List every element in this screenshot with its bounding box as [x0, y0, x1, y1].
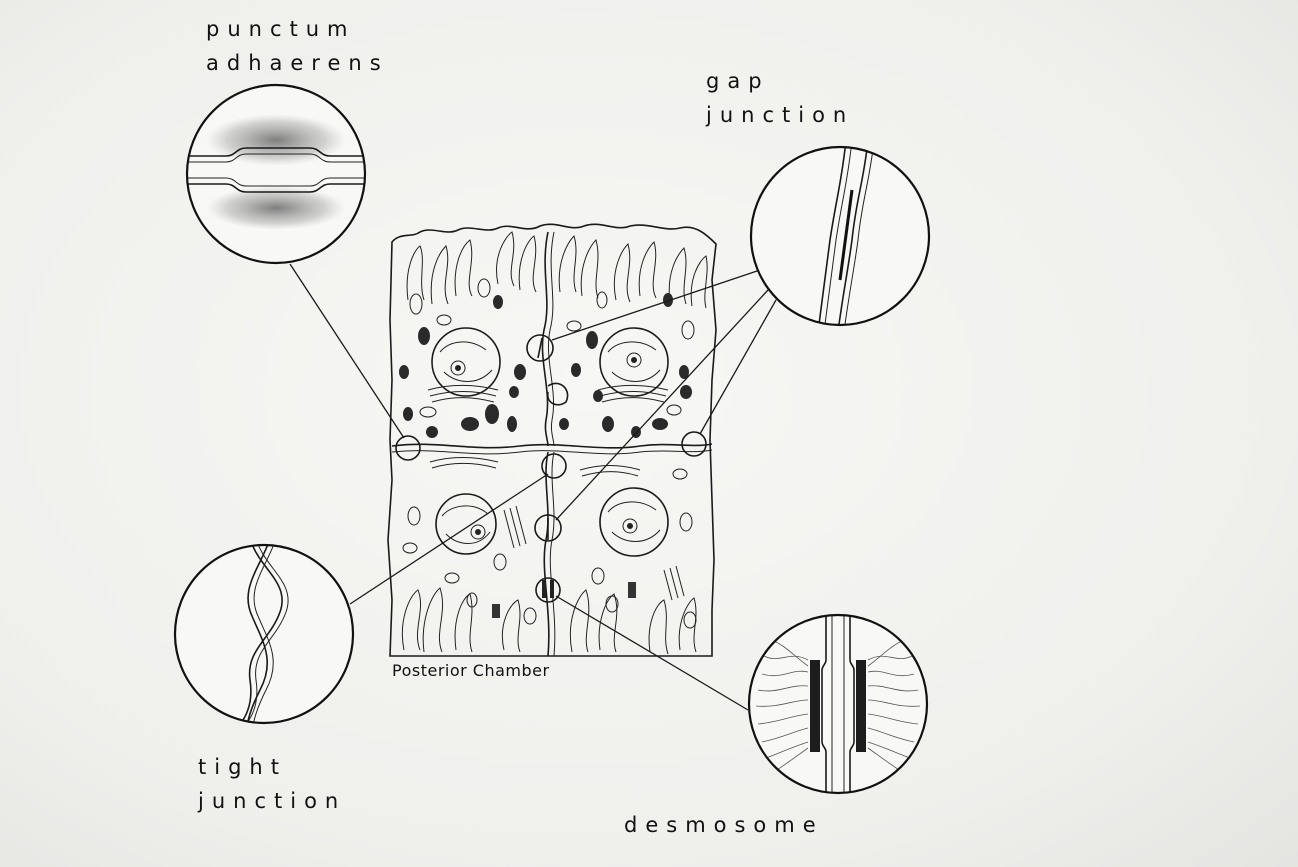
desmosome-label: desmosome — [624, 808, 824, 842]
apical-infoldings — [407, 232, 707, 308]
punctum-adhaerens-label: punctum adhaerens — [206, 12, 389, 80]
gap-junction-label-line2: junction — [706, 98, 854, 132]
tight-junction-label-line2: junction — [198, 784, 346, 818]
desmosome-callout — [749, 615, 927, 795]
leader-lines — [290, 264, 776, 710]
punctum-adhaerens-label-line1: punctum — [206, 12, 389, 46]
punctum-adhaerens-label-line2: adhaerens — [206, 46, 389, 80]
gap-junction-label: gap junction — [706, 64, 854, 132]
gap-junction-label-line1: gap — [706, 64, 854, 98]
tight-junction-label-line1: tight — [198, 750, 346, 784]
tight-junction-label: tight junction — [198, 750, 346, 818]
gap-junction-callout — [751, 140, 929, 332]
cell-layer — [388, 224, 716, 656]
nucleus-lower-right — [600, 488, 668, 556]
posterior-chamber-caption: Posterior Chamber — [392, 661, 550, 680]
punctum-adhaerens-callout — [180, 85, 372, 263]
nucleus-lower-left — [436, 494, 496, 554]
tight-junction-callout — [175, 544, 353, 730]
desmosome-label-text: desmosome — [624, 808, 824, 842]
